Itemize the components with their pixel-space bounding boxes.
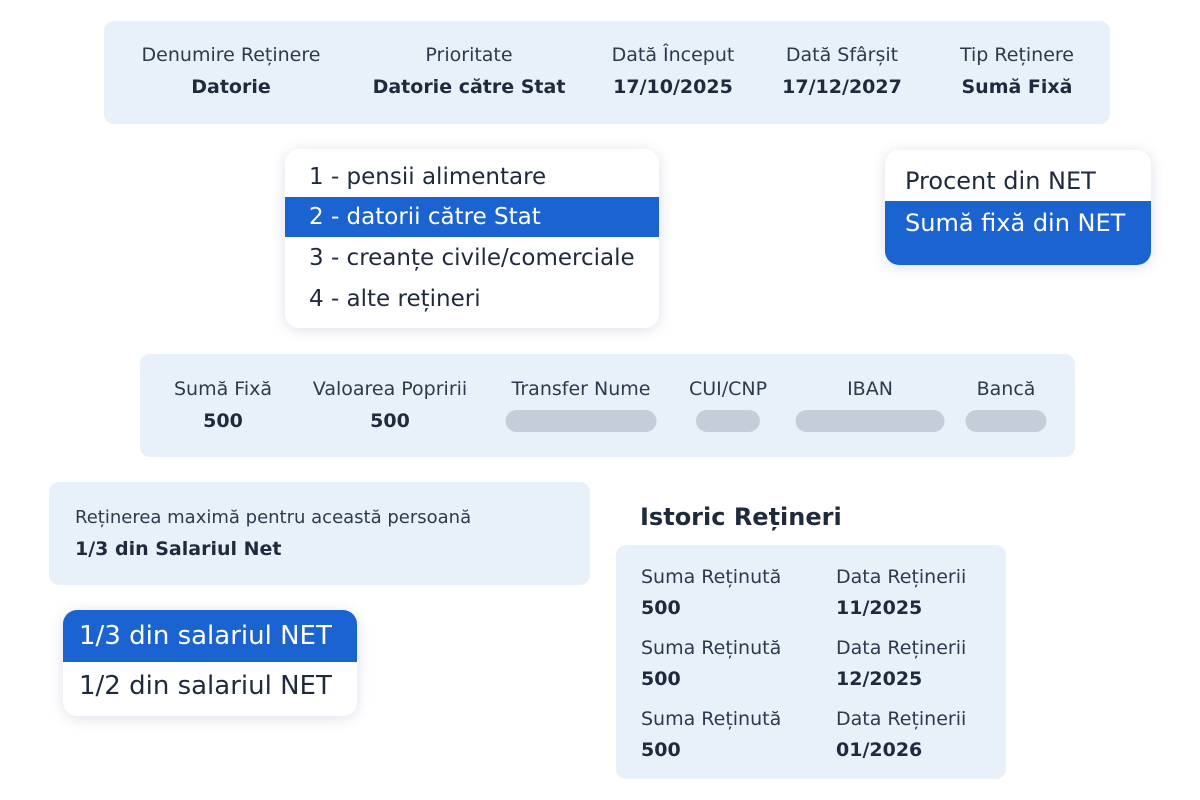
field-data-sfarsit: Dată Sfârșit 17/12/2027 (782, 43, 902, 99)
field-prioritate: Prioritate Datorie către Stat (373, 43, 566, 99)
field-value: 500 (203, 410, 243, 432)
field-iban: IBAN (795, 377, 945, 432)
field-data-inceput: Dată Început 17/10/2025 (612, 43, 735, 99)
history-date-label: Data Reținerii (836, 566, 967, 588)
max-option-third[interactable]: 1/3 din salariul NET (63, 610, 357, 662)
option-label: 1 - pensii alimentare (309, 164, 547, 190)
field-label: Valoarea Popririi (312, 378, 468, 400)
field-cui-cnp: CUI/CNP (689, 377, 767, 432)
retention-summary-card: Denumire Reținere Datorie Prioritate Dat… (104, 21, 1110, 124)
field-transfer-nume: Transfer Nume (505, 377, 657, 432)
option-label: Procent din NET (905, 167, 1096, 195)
max-option-half[interactable]: 1/2 din salariul NET (63, 664, 357, 708)
field-value: Sumă Fixă (961, 76, 1073, 98)
field-value: 500 (370, 410, 410, 432)
priority-option-4[interactable]: 4 - alte rețineri (285, 279, 659, 319)
option-label: 2 - datorii către Stat (309, 204, 541, 230)
max-retention-label: Reținerea maximă pentru această persoană (75, 507, 472, 528)
max-retention-dropdown[interactable]: 1/3 din salariul NET 1/2 din salariul NE… (63, 610, 357, 716)
field-value: 17/10/2025 (613, 76, 733, 98)
priority-option-2[interactable]: 2 - datorii către Stat (285, 197, 659, 237)
history-amount-value: 500 (641, 739, 681, 761)
field-label: Dată Început (611, 44, 735, 66)
history-card: Suma Reținută 500 Data Reținerii 11/2025… (616, 545, 1006, 779)
field-value: Datorie (191, 76, 271, 98)
option-label: 4 - alte rețineri (309, 286, 481, 312)
history-amount-label: Suma Reținută (641, 708, 782, 730)
option-label: 3 - creanțe civile/comerciale (309, 245, 635, 271)
type-option-fixed[interactable]: Sumă fixă din NET (885, 201, 1151, 265)
priority-option-1[interactable]: 1 - pensii alimentare (285, 157, 659, 197)
history-amount-label: Suma Reținută (641, 566, 782, 588)
max-retention-card: Reținerea maximă pentru această persoană… (49, 482, 590, 585)
history-date-value: 11/2025 (836, 597, 923, 619)
field-valoarea-popririi: Valoarea Popririi 500 (313, 377, 467, 433)
retention-type-dropdown[interactable]: Procent din NET Sumă fixă din NET (885, 150, 1151, 265)
history-title: Istoric Rețineri (640, 503, 842, 531)
field-label: CUI/CNP (688, 378, 768, 400)
history-date-label: Data Reținerii (836, 708, 967, 730)
field-label: Bancă (976, 378, 1036, 400)
field-denumire: Denumire Reținere Datorie (142, 43, 321, 99)
history-date-value: 12/2025 (836, 668, 923, 690)
max-retention-value: 1/3 din Salariul Net (75, 538, 282, 560)
field-label: Dată Sfârșit (785, 44, 899, 66)
option-label: 1/2 din salariul NET (79, 671, 332, 701)
type-option-percent[interactable]: Procent din NET (885, 161, 1151, 201)
priority-option-3[interactable]: 3 - creanțe civile/comerciale (285, 238, 659, 278)
field-banca: Bancă (965, 377, 1047, 432)
history-date-label: Data Reținerii (836, 637, 967, 659)
history-amount-value: 500 (641, 597, 681, 619)
field-value: Datorie către Stat (372, 76, 566, 98)
value-placeholder (795, 410, 945, 432)
history-amount-label: Suma Reținută (641, 637, 782, 659)
priority-dropdown[interactable]: 1 - pensii alimentare 2 - datorii către … (285, 149, 659, 328)
field-tip: Tip Reținere Sumă Fixă (960, 43, 1074, 99)
value-placeholder (965, 410, 1047, 432)
field-label: IBAN (847, 378, 893, 400)
option-label: 1/3 din salariul NET (79, 621, 332, 651)
field-label: Tip Reținere (960, 44, 1074, 66)
option-label: Sumă fixă din NET (905, 209, 1126, 237)
value-placeholder (696, 410, 760, 432)
field-label: Prioritate (425, 44, 513, 66)
field-label: Sumă Fixă (173, 378, 273, 400)
history-date-value: 01/2026 (836, 739, 923, 761)
field-label: Denumire Reținere (141, 44, 321, 66)
field-value: 17/12/2027 (782, 76, 902, 98)
retention-details-card: Sumă Fixă 500 Valoarea Popririi 500 Tran… (140, 354, 1075, 457)
history-amount-value: 500 (641, 668, 681, 690)
field-label: Transfer Nume (511, 378, 651, 400)
value-placeholder (505, 410, 657, 432)
field-suma-fixa: Sumă Fixă 500 (174, 377, 272, 433)
